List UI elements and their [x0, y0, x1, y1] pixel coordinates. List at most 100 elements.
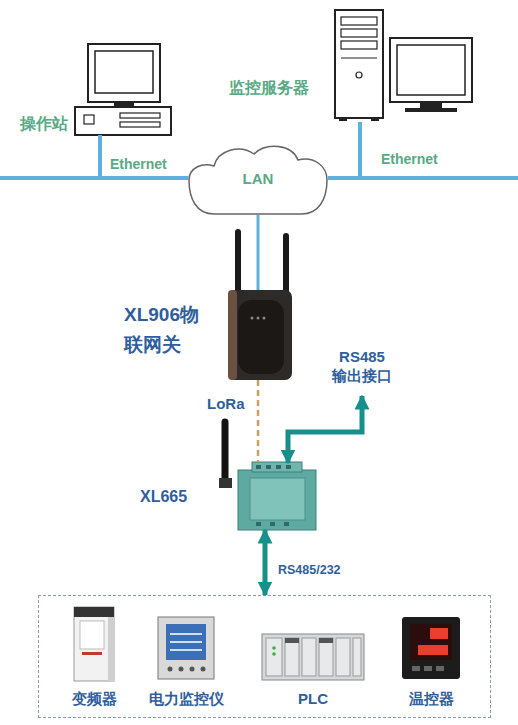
edge-label: Ethernet	[110, 156, 190, 174]
operator-station: 操作站	[75, 44, 171, 135]
meter-button	[201, 667, 206, 672]
lora-module: XL665	[238, 462, 316, 530]
plc-module	[319, 638, 333, 676]
display-digit	[418, 645, 448, 655]
node-label: LAN	[188, 170, 328, 189]
monitoring-server: 监控服务器	[333, 10, 474, 122]
plc-module	[353, 638, 361, 676]
monitor-screen	[397, 45, 465, 95]
led-dot	[257, 317, 260, 320]
inverter-icon	[74, 607, 114, 681]
pc-case	[75, 107, 171, 135]
module-top	[252, 462, 302, 472]
led-dot	[263, 317, 266, 320]
node-label: PLC	[263, 690, 363, 709]
terminal-hole	[284, 522, 289, 526]
server-foot	[339, 118, 347, 121]
meter-screen	[166, 624, 206, 660]
monitor-stand	[420, 102, 442, 108]
meter-reading	[170, 633, 202, 635]
gateway-device: XL906物 联网关	[228, 290, 292, 380]
power-button	[356, 72, 362, 78]
plc-led	[272, 652, 276, 656]
antenna-base	[219, 478, 232, 488]
plc-rack	[262, 634, 364, 680]
gateway-side	[228, 290, 237, 380]
thermostat-button	[436, 666, 444, 671]
drive-bay	[341, 17, 377, 25]
terminal-hole	[276, 465, 281, 469]
ethernet-bus	[358, 176, 518, 180]
connector	[263, 530, 268, 595]
gateway-body	[228, 290, 292, 380]
server-tower	[335, 10, 383, 118]
inverter-logo	[82, 652, 102, 655]
panel-line	[341, 57, 377, 58]
field-device: 电力监控仪	[136, 604, 236, 712]
antenna	[235, 232, 241, 298]
output-arrow	[288, 396, 362, 463]
node-label: 电力监控仪	[131, 690, 241, 709]
field-device: 变频器	[44, 604, 144, 712]
connector	[328, 122, 360, 178]
node-label: 监控服务器	[229, 78, 327, 98]
node-label: XL665	[140, 487, 220, 507]
edge-label: Ethernet	[381, 151, 461, 169]
ethernet-bus	[0, 176, 102, 180]
plc-connector	[285, 638, 299, 643]
plc-led	[272, 646, 276, 650]
module-body	[238, 470, 316, 530]
edge-label: LoRa	[207, 395, 257, 414]
antenna	[222, 422, 229, 484]
meter-button	[190, 667, 195, 672]
plc-module	[302, 638, 316, 676]
led-dot	[251, 317, 254, 320]
plc-module	[336, 638, 350, 676]
connector	[257, 380, 260, 462]
node-label: XL906物 联网关	[124, 300, 214, 361]
server-foot	[371, 118, 379, 121]
terminal-hole	[256, 522, 261, 526]
field-device: PLC	[263, 604, 363, 712]
module-front	[250, 478, 305, 520]
drive-bay	[341, 41, 377, 49]
drive-slot	[120, 122, 160, 127]
terminal-hole	[286, 465, 291, 469]
power-meter-icon	[158, 617, 214, 679]
thermostat-button	[424, 666, 432, 671]
node-label: 温控器	[381, 690, 481, 709]
meter-reading	[170, 641, 202, 643]
inverter-top	[74, 607, 114, 617]
monitor-screen	[95, 51, 153, 93]
drive-bay	[341, 29, 377, 37]
thermostat-icon	[402, 617, 460, 679]
terminal-hole	[256, 465, 261, 469]
display-digit	[430, 628, 448, 639]
plc-connector	[319, 638, 333, 643]
node-label: 变频器	[44, 690, 144, 709]
inverter-panel	[80, 621, 104, 649]
device-group: 变频器电力监控仪 PLC 温控器	[38, 595, 491, 718]
meter-button	[168, 667, 173, 672]
node-label: 操作站	[20, 114, 76, 134]
antenna	[283, 236, 289, 298]
drive-slot	[120, 113, 160, 118]
edge-label: RS485/232	[278, 563, 368, 579]
gateway-front	[238, 300, 284, 374]
thermostat-display	[410, 624, 452, 660]
button-icon	[84, 115, 94, 124]
plc-module	[285, 638, 299, 676]
interface-label: RS485 输出接口	[324, 348, 400, 386]
cloud-outline	[189, 146, 327, 214]
plc-module	[266, 638, 282, 676]
inverter-side	[108, 617, 114, 681]
monitor-icon	[390, 38, 472, 102]
field-device: 温控器	[381, 604, 481, 712]
monitor-icon	[88, 44, 160, 102]
terminal-hole	[266, 465, 271, 469]
terminal-hole	[270, 522, 275, 526]
connector	[257, 215, 260, 290]
